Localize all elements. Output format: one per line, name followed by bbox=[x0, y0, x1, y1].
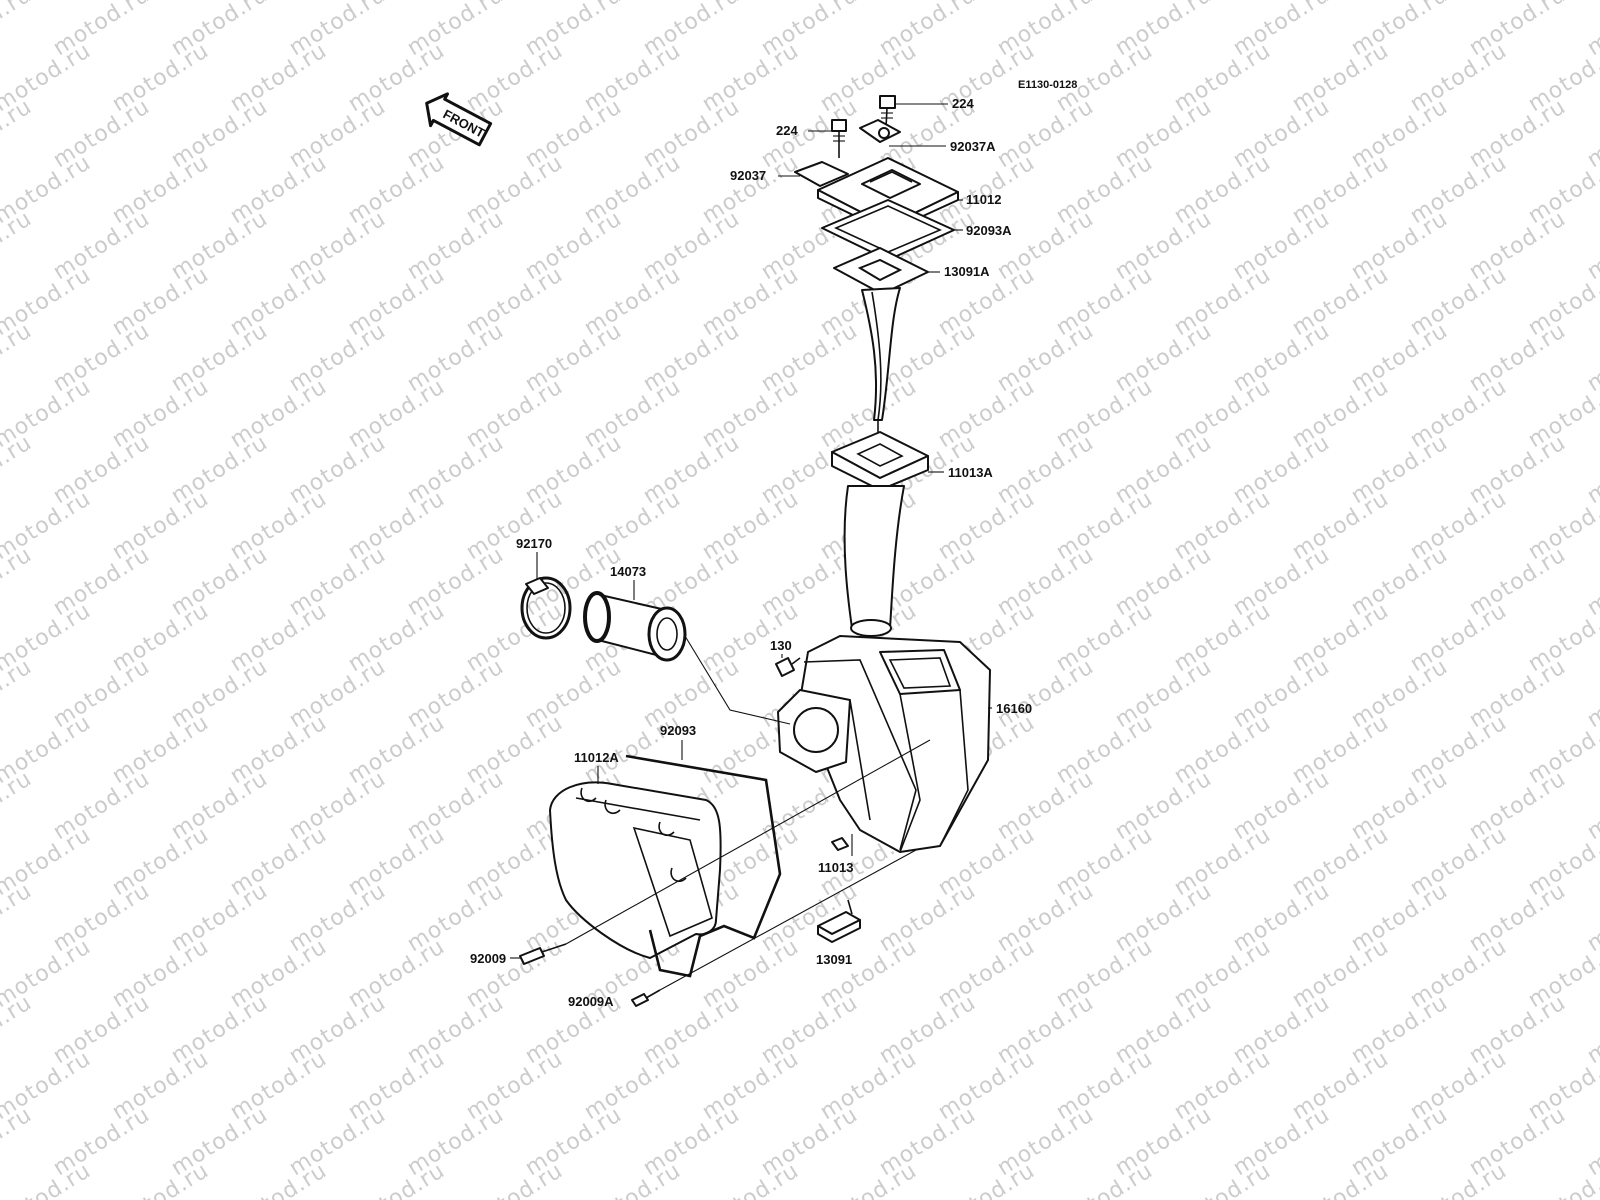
duct-11013a bbox=[831, 431, 944, 637]
screw-130 bbox=[775, 654, 801, 677]
label-224-left: 224 bbox=[776, 123, 798, 138]
gasket-92093 bbox=[625, 740, 782, 978]
watermark-text: motod.ru bbox=[344, 1158, 450, 1200]
label-224-right: 224 bbox=[952, 96, 974, 111]
label-92009: 92009 bbox=[470, 951, 506, 966]
cap-11013 bbox=[831, 834, 853, 856]
watermark-text: motod.ru bbox=[1288, 1158, 1394, 1200]
label-92093: 92093 bbox=[660, 723, 696, 738]
watermark-text: motod.ru bbox=[934, 1158, 1040, 1200]
watermark-text: motod.ru bbox=[1170, 1158, 1276, 1200]
watermark-text: motod.ru bbox=[1052, 1158, 1158, 1200]
cap-11012 bbox=[817, 157, 963, 233]
label-11013a: 11013A bbox=[948, 465, 993, 480]
label-11013: 11013 bbox=[818, 860, 853, 875]
watermark-text: motod.ru bbox=[0, 990, 37, 1069]
label-11012: 11012 bbox=[966, 192, 1001, 207]
part-labels: 224 224 92037A 92037 11012 92093A 13091A… bbox=[470, 96, 1032, 1009]
guide-line-2 bbox=[659, 849, 917, 991]
watermark-text: motod.ru bbox=[0, 206, 37, 285]
watermark-text: motod.ru bbox=[0, 542, 37, 621]
watermark-text: motod.ru bbox=[0, 1158, 96, 1200]
label-11012a: 11012A bbox=[574, 750, 619, 765]
watermark-text: motod.ru bbox=[0, 878, 37, 957]
label-130: 130 bbox=[770, 638, 792, 653]
watermark-text: motod.ru bbox=[462, 1158, 568, 1200]
label-16160: 16160 bbox=[996, 701, 1032, 716]
watermark-text: motod.ru bbox=[698, 1158, 804, 1200]
label-92009a: 92009A bbox=[568, 994, 614, 1009]
watermark-text: motod.ru bbox=[108, 1158, 214, 1200]
watermark-text: motod.ru bbox=[580, 1158, 686, 1200]
plate-92037 bbox=[778, 161, 849, 187]
clamp-92170 bbox=[520, 552, 572, 640]
watermark-text: motod.ru bbox=[0, 0, 37, 61]
watermark-text: motod.ru bbox=[226, 1158, 332, 1200]
label-13091a: 13091A bbox=[944, 264, 990, 279]
watermark-text: motod.ru bbox=[0, 318, 37, 397]
label-92170: 92170 bbox=[516, 536, 552, 551]
label-92093a: 92093A bbox=[966, 223, 1012, 238]
watermark-text: motod.ru bbox=[1406, 1158, 1512, 1200]
element-14073 bbox=[583, 580, 791, 725]
watermark-text: motod.ru bbox=[0, 94, 37, 173]
guide-line-1 bbox=[565, 739, 931, 945]
duct-13091a bbox=[833, 247, 940, 438]
label-14073: 14073 bbox=[610, 564, 646, 579]
watermark-text: motod.ru bbox=[0, 654, 37, 733]
duct-13091 bbox=[817, 899, 861, 943]
watermark-text: motod.ru bbox=[816, 1158, 922, 1200]
bolt-224-right bbox=[879, 95, 948, 129]
bolt-92009 bbox=[510, 943, 567, 965]
bolt-92009a bbox=[631, 989, 661, 1007]
drawing-code: E1130-0128 bbox=[1018, 79, 1077, 91]
watermark-text: motod.ru bbox=[0, 766, 37, 845]
housing-16160 bbox=[777, 635, 992, 853]
bolt-224-left bbox=[808, 119, 847, 158]
label-92037a: 92037A bbox=[950, 139, 996, 154]
label-13091: 13091 bbox=[816, 952, 852, 967]
bracket-92037a bbox=[859, 119, 946, 147]
watermark-text: motod.ru bbox=[0, 430, 37, 509]
gasket-92093a bbox=[821, 199, 963, 261]
watermark-text: motod.ru bbox=[0, 1102, 37, 1181]
label-92037: 92037 bbox=[730, 168, 766, 183]
cover-11012a bbox=[549, 766, 722, 959]
